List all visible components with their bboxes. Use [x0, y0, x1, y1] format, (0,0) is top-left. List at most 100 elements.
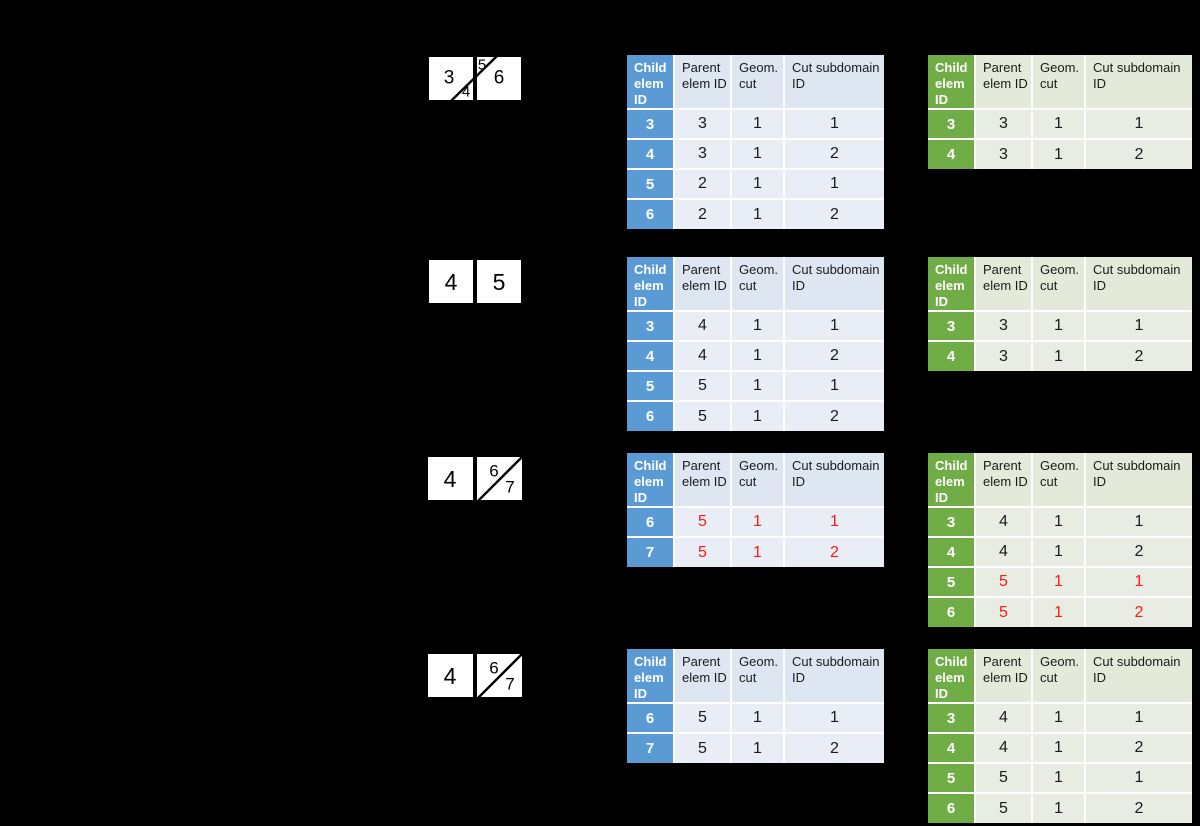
value-cell: 2 [1084, 596, 1192, 627]
element-label: 4 [444, 663, 457, 689]
value-cell: 1 [783, 108, 884, 140]
value-cell: 1 [1031, 108, 1086, 140]
col-header: Parent elem ID [673, 257, 732, 312]
value-cell: 1 [1031, 732, 1086, 764]
child-elem-id-cell: 5 [928, 762, 976, 794]
element-label: 7 [505, 478, 514, 497]
col-header: Cut subdomain ID [783, 55, 884, 110]
col-header: Geom. cut [1031, 649, 1086, 704]
value-cell: 2 [783, 198, 884, 229]
child-elem-id-cell: 4 [928, 536, 976, 568]
child-elem-id-cell: 4 [928, 732, 976, 764]
col-header: Parent elem ID [974, 55, 1033, 110]
value-cell: 1 [730, 536, 785, 567]
value-cell: 3 [974, 340, 1033, 371]
value-cell: 1 [1084, 310, 1192, 342]
value-cell: 2 [1084, 340, 1192, 371]
value-cell: 3 [974, 138, 1033, 169]
value-cell: 5 [673, 370, 732, 402]
element-square-right [477, 57, 521, 100]
child-elem-id-cell: 6 [627, 198, 675, 229]
element-label: 6 [494, 68, 505, 89]
value-cell: 2 [1084, 138, 1192, 169]
child-elem-id-cell: 3 [627, 310, 675, 342]
element-label: 6 [489, 659, 498, 678]
value-cell: 4 [673, 340, 732, 372]
col-header: Geom. cut [1031, 55, 1086, 110]
value-cell: 1 [1031, 566, 1086, 598]
value-cell: 5 [974, 792, 1033, 823]
col-header-child-elem-id: Child elem ID [928, 649, 976, 704]
col-header-child-elem-id: Child elem ID [627, 649, 675, 704]
child-elem-id-cell: 3 [928, 702, 976, 734]
value-cell: 1 [730, 370, 785, 402]
value-cell: 1 [1031, 310, 1086, 342]
value-cell: 1 [1031, 536, 1086, 568]
value-cell: 5 [673, 702, 732, 734]
cut-line [450, 57, 498, 100]
col-header-child-elem-id: Child elem ID [928, 55, 976, 110]
col-header: Parent elem ID [673, 453, 732, 508]
element-label: 4 [445, 269, 458, 295]
col-header-child-elem-id: Child elem ID [928, 453, 976, 508]
value-cell: 5 [974, 762, 1033, 794]
value-cell: 1 [1031, 702, 1086, 734]
element-square-right [477, 260, 521, 303]
col-header: Parent elem ID [974, 453, 1033, 508]
value-cell: 1 [730, 310, 785, 342]
value-cell: 1 [1084, 566, 1192, 598]
value-cell: 1 [1031, 506, 1086, 538]
col-header: Geom. cut [1031, 453, 1086, 508]
child-elem-id-cell: 3 [627, 108, 675, 140]
value-cell: 3 [673, 108, 732, 140]
child-elem-id-cell: 3 [928, 506, 976, 538]
value-cell: 1 [1031, 596, 1086, 627]
element-square-left [429, 260, 473, 303]
value-cell: 1 [730, 506, 785, 538]
value-cell: 4 [974, 506, 1033, 538]
col-header: Geom. cut [730, 453, 785, 508]
value-cell: 2 [783, 400, 884, 431]
value-cell: 2 [783, 536, 884, 567]
value-cell: 1 [783, 310, 884, 342]
value-cell: 1 [1031, 340, 1086, 371]
child-elem-id-cell: 4 [627, 340, 675, 372]
col-header: Cut subdomain ID [783, 649, 884, 704]
value-cell: 1 [783, 506, 884, 538]
value-cell: 3 [974, 108, 1033, 140]
value-cell: 5 [673, 506, 732, 538]
value-cell: 1 [730, 108, 785, 140]
child-elem-id-cell: 3 [928, 108, 976, 140]
col-header-child-elem-id: Child elem ID [627, 55, 675, 110]
col-header: Geom. cut [1031, 257, 1086, 312]
elements-diagram-step1: 3 4 5 6 [429, 57, 521, 100]
col-header: Geom. cut [730, 649, 785, 704]
element-label: 5 [493, 269, 506, 295]
col-header: Cut subdomain ID [1084, 55, 1192, 110]
value-cell: 1 [730, 732, 785, 763]
elements-diagram-step4: 4 6 7 [428, 654, 522, 697]
